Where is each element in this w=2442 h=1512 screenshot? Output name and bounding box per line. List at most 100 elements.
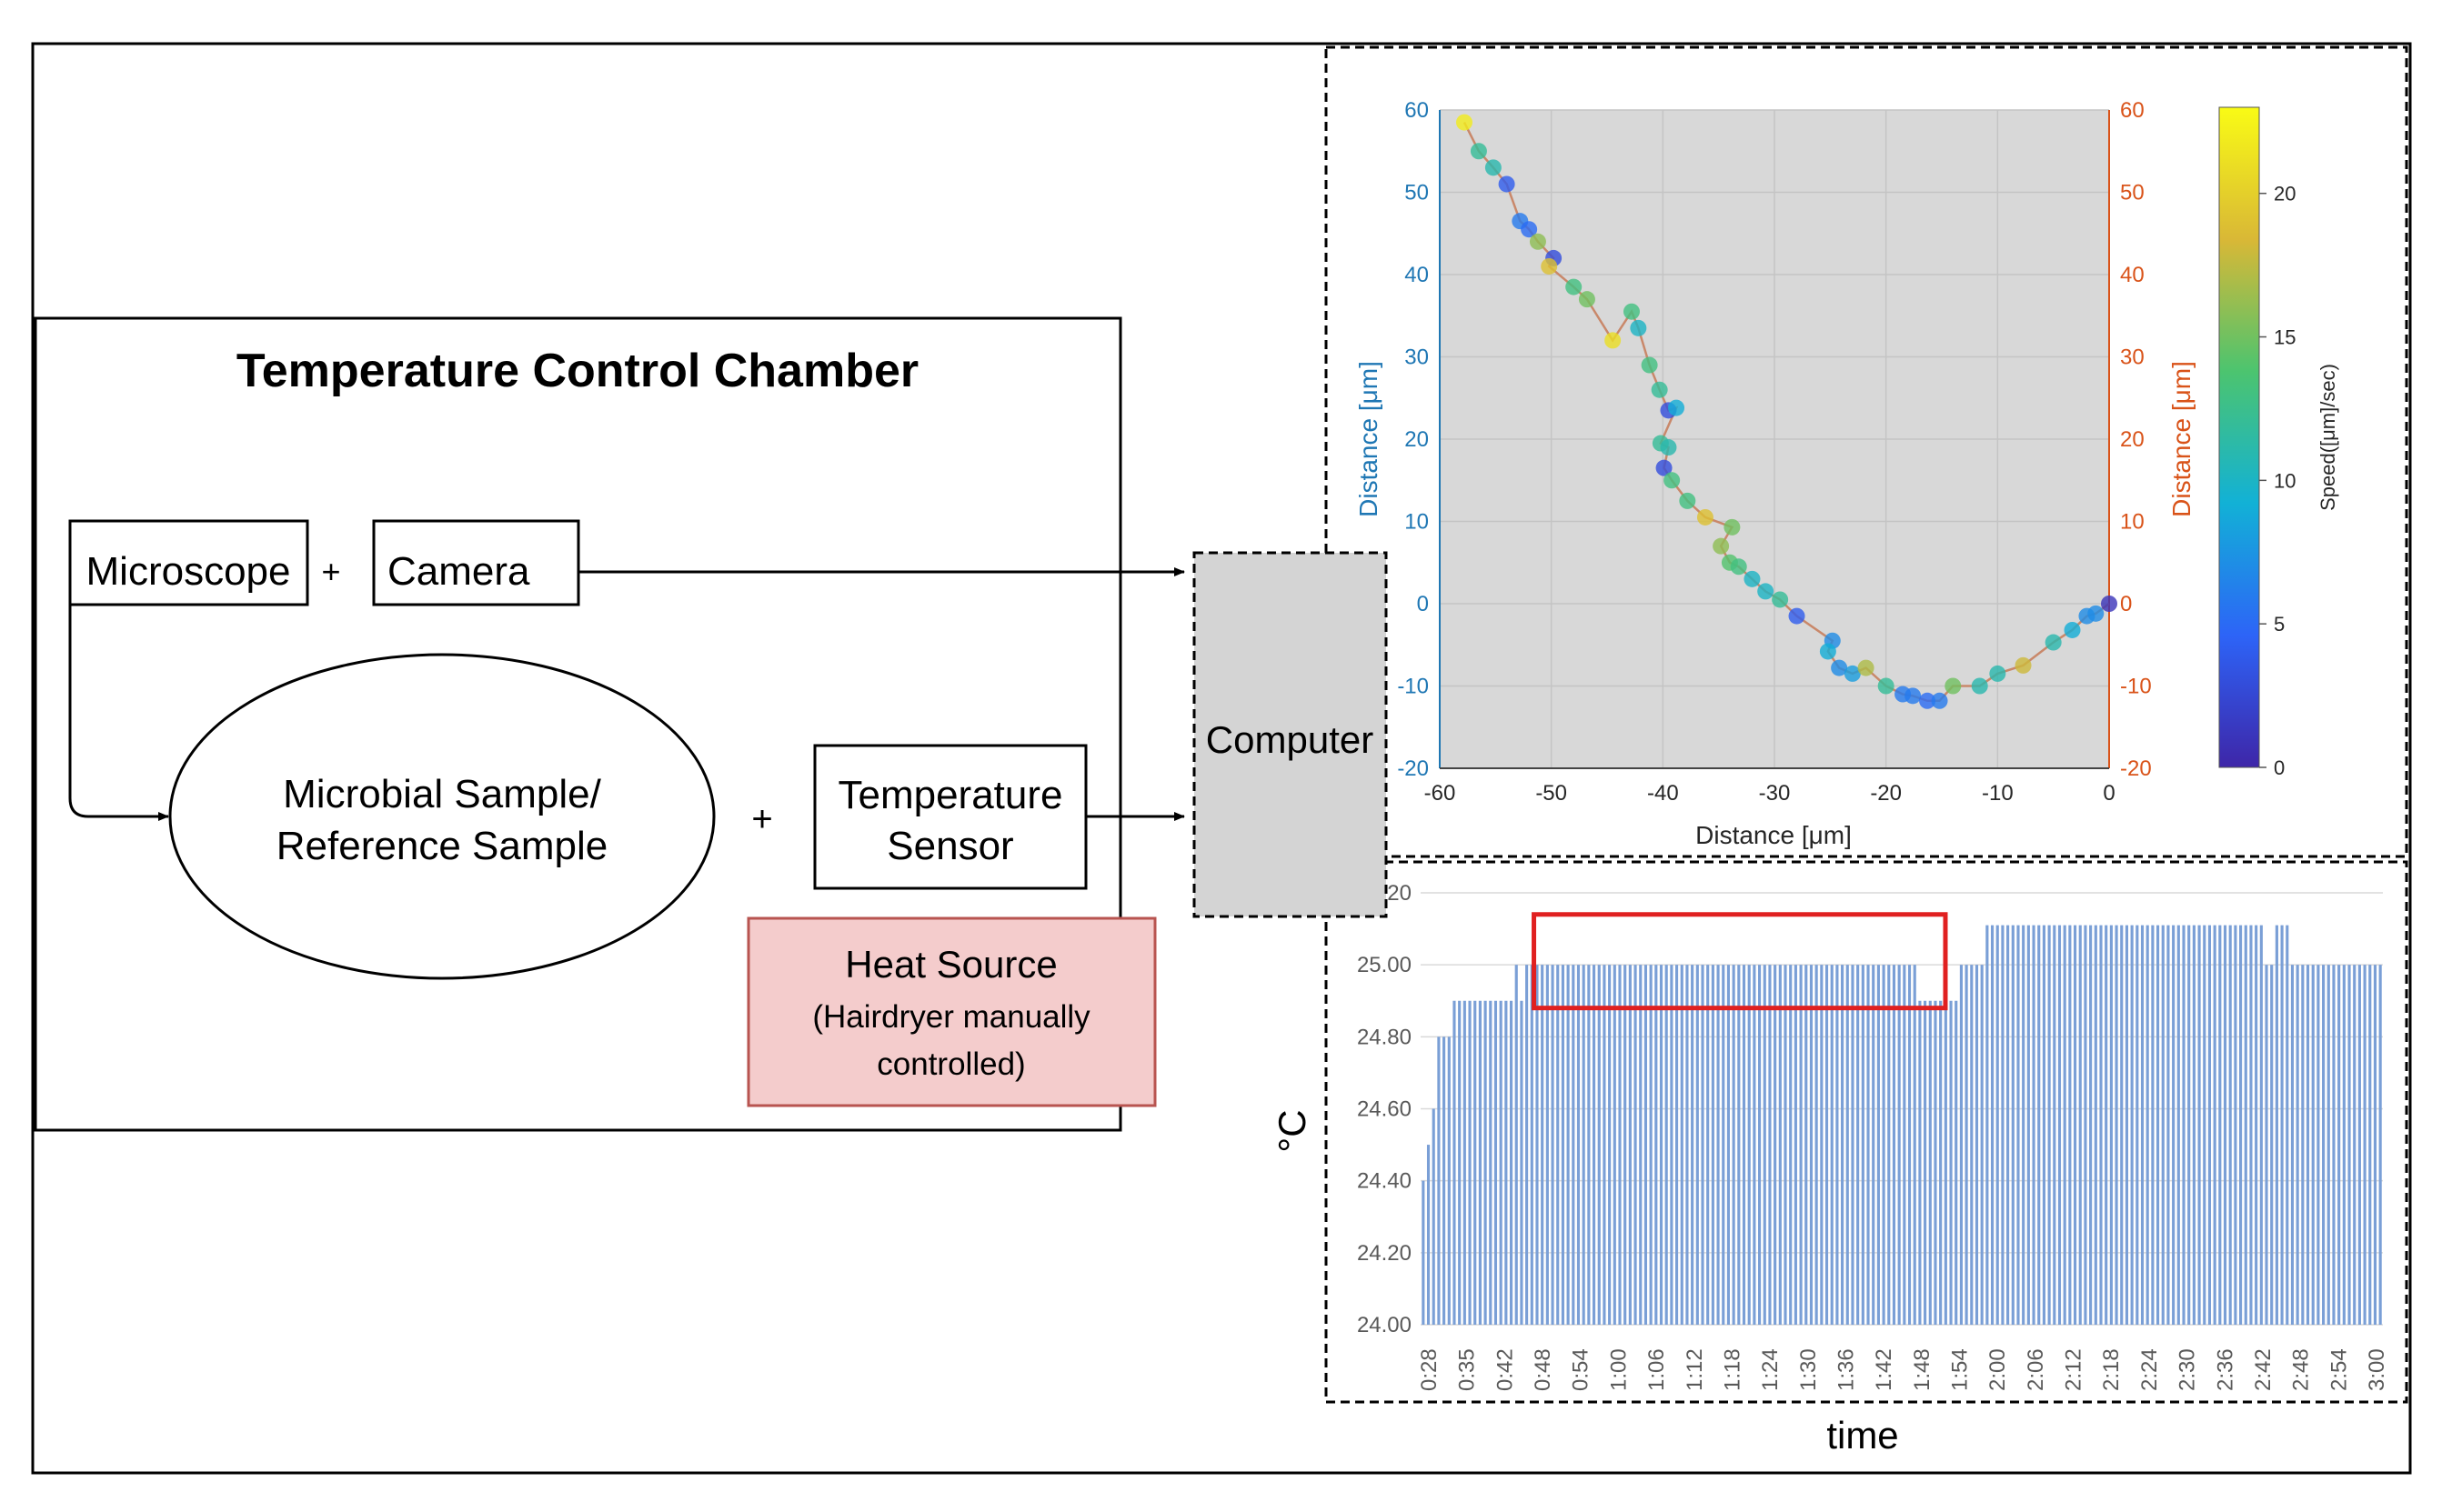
temperature-bar — [1499, 1000, 1502, 1325]
trajectory-point — [1788, 607, 1805, 625]
trajectory-point — [1713, 537, 1730, 555]
temperature-bar — [2151, 925, 2155, 1325]
temperature-bar — [1753, 965, 1756, 1325]
temperature-bar — [1670, 965, 1673, 1325]
temperature-bar — [1643, 965, 1647, 1325]
temperature-bar — [1814, 965, 1818, 1325]
trajectory-point — [1877, 677, 1894, 695]
temperature-x-tick-label: 2:18 — [2099, 1348, 2124, 1391]
trajectory-point — [1831, 659, 1848, 676]
temperature-bar — [1784, 965, 1787, 1325]
temperature-bar — [1432, 1108, 1435, 1325]
temperature-bar — [1452, 1000, 1456, 1325]
temperature-bar — [1618, 965, 1622, 1325]
colorbar-tick-label: 15 — [2274, 326, 2296, 349]
highlight-box — [1532, 912, 1948, 1011]
temperature-bar — [2280, 925, 2284, 1325]
temperature-bar — [1639, 965, 1643, 1325]
temperature-x-tick-label: 0:35 — [1455, 1348, 1480, 1391]
temperature-bar — [2006, 925, 2010, 1325]
temperature-bar — [1928, 1000, 1932, 1325]
temperature-bar — [2026, 925, 2030, 1325]
temperature-bar — [1462, 1000, 1466, 1325]
temperature-bar — [1985, 925, 1989, 1325]
temperature-x-tick-label: 1:54 — [1948, 1348, 1973, 1391]
right-y-tick-label: -20 — [2120, 756, 2152, 781]
x-axis-label: Distance [μm] — [1695, 821, 1852, 849]
temperature-bar — [1525, 965, 1529, 1325]
temperature-bar — [1509, 1000, 1513, 1325]
trajectory-point — [1679, 492, 1696, 509]
trajectory-point — [1904, 687, 1922, 705]
temperature-bar — [1980, 965, 1984, 1325]
temperature-bar — [1633, 965, 1637, 1325]
temperature-bar — [2032, 925, 2035, 1325]
trajectory-point — [1668, 399, 1685, 416]
temperature-bar — [2063, 925, 2066, 1325]
temperature-bar — [1468, 1000, 1472, 1325]
temperature-bar — [2332, 965, 2336, 1325]
temperature-bar — [2166, 925, 2170, 1325]
temperature-bar — [1706, 965, 1710, 1325]
temperature-x-tick-label: 0:54 — [1569, 1348, 1593, 1391]
temperature-bar — [2120, 925, 2124, 1325]
right-y-tick-label: 50 — [2120, 181, 2145, 205]
temperature-bar — [1597, 965, 1601, 1325]
temperature-bar — [2197, 925, 2201, 1325]
temperature-bar — [1442, 1036, 1446, 1325]
trajectory-point — [1696, 508, 1713, 526]
left-y-tick-label: 20 — [1404, 427, 1429, 452]
temperature-bar — [2125, 925, 2128, 1325]
temperature-bar — [1701, 965, 1704, 1325]
camera-box — [372, 519, 580, 606]
temperature-bar — [2259, 925, 2263, 1325]
trajectory-point — [1470, 143, 1487, 160]
temperature-ticks: 25.2025.0024.8024.6024.4024.2024.000:280… — [1357, 881, 2389, 1391]
left-y-axis-label: Distance [μm] — [1354, 361, 1382, 517]
temperature-bar — [2357, 965, 2361, 1325]
temperature-bar — [1949, 1000, 1953, 1325]
temperature-bar — [2187, 925, 2191, 1325]
temperature-bar — [2001, 925, 2005, 1325]
temperature-bar — [1959, 965, 1963, 1325]
trajectory-point — [1723, 518, 1741, 536]
trajectory-point — [1529, 233, 1546, 250]
temperature-bar — [2326, 965, 2330, 1325]
temperature-bar — [2057, 925, 2062, 1325]
temperature-bar — [2053, 925, 2056, 1325]
temperature-bar — [2337, 965, 2341, 1325]
temperature-bar — [2016, 925, 2020, 1325]
temperature-bar — [1649, 965, 1653, 1325]
temperature-bar — [2146, 925, 2149, 1325]
temperature-bar — [1680, 965, 1683, 1325]
temperature-y-tick-label: 24.40 — [1357, 1169, 1412, 1194]
trajectory-point — [1455, 114, 1472, 131]
temperature-x-tick-label: 1:48 — [1910, 1348, 1935, 1391]
trajectory-point — [1971, 677, 1988, 695]
temperature-x-tick-label: 1:06 — [1644, 1348, 1669, 1391]
temperature-bar — [1758, 965, 1762, 1325]
temperature-bar — [2094, 925, 2097, 1325]
trajectory-point — [1989, 665, 2006, 682]
sample-label-line2: Reference Sample — [276, 824, 608, 868]
x-tick-label: -30 — [1759, 781, 1791, 806]
temperature-bar — [2347, 965, 2351, 1325]
temperature-bar — [1742, 965, 1746, 1325]
temperature-bar — [1835, 965, 1839, 1325]
temperature-bar — [2290, 965, 2295, 1325]
computer-node: Computer — [1192, 551, 1388, 918]
trajectory-marks — [1455, 114, 2117, 709]
temperature-bar — [1990, 925, 1995, 1325]
trajectory-point — [1931, 692, 1948, 709]
trajectory-point — [2015, 656, 2032, 674]
temperature-bar — [1576, 965, 1581, 1325]
temperature-bar — [2301, 965, 2305, 1325]
temperature-x-tick-label: 1:24 — [1758, 1348, 1783, 1391]
left-y-tick-label: 40 — [1404, 263, 1429, 287]
temperature-bar — [1592, 965, 1596, 1325]
temperature-y-tick-label: 25.00 — [1357, 953, 1412, 977]
temperature-x-tick-label: 2:30 — [2176, 1348, 2200, 1391]
temperature-bar — [1426, 1145, 1431, 1325]
temperature-bar — [1794, 965, 1797, 1325]
